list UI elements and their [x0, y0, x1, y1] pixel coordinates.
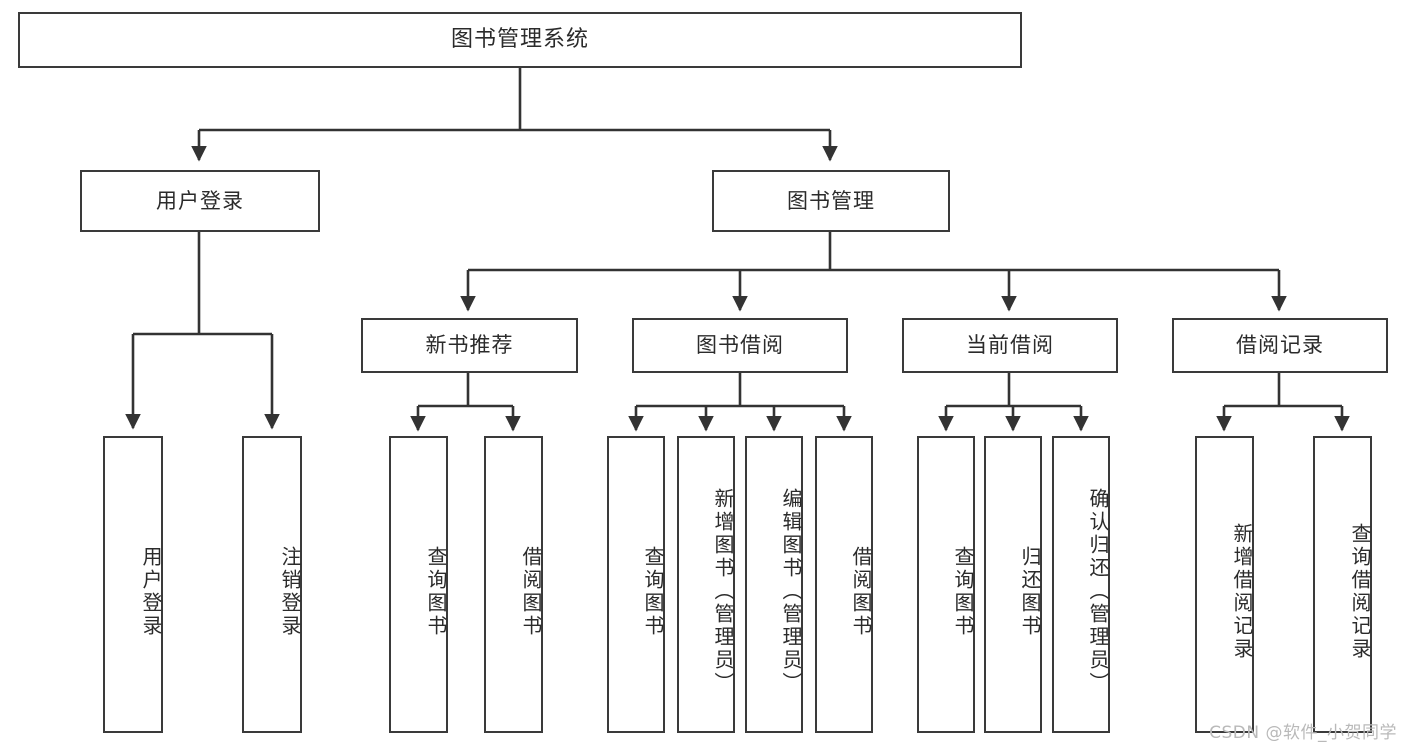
- node-leaf-borrow-book-1[interactable]: 借阅图书: [484, 436, 543, 733]
- node-leaf-edit-book[interactable]: 编辑图书（管理员）: [745, 436, 803, 733]
- node-leaf-query-book-3-label: 查询图书: [951, 545, 975, 638]
- node-leaf-logout-login[interactable]: 注销登录: [242, 436, 302, 733]
- node-new-book-recommend[interactable]: 新书推荐: [361, 318, 578, 373]
- node-leaf-add-book-label: 新增图书（管理员）: [711, 488, 735, 695]
- node-leaf-query-book-2-label: 查询图书: [641, 545, 665, 638]
- node-new-book-recommend-label: 新书推荐: [425, 333, 514, 358]
- node-leaf-query-book-1-label: 查询图书: [424, 545, 448, 638]
- node-user-login-label: 用户登录: [156, 188, 244, 213]
- node-book-borrow-label: 图书借阅: [696, 333, 784, 358]
- csdn-watermark: CSDN @软件_小贺同学: [1209, 723, 1397, 743]
- node-leaf-query-record-label: 查询借阅记录: [1348, 522, 1372, 661]
- node-book-borrow[interactable]: 图书借阅: [632, 318, 848, 373]
- node-leaf-query-book-3[interactable]: 查询图书: [917, 436, 975, 733]
- node-user-login[interactable]: 用户登录: [80, 170, 320, 232]
- node-leaf-confirm-return-label: 确认归还（管理员）: [1086, 488, 1110, 695]
- node-leaf-query-record[interactable]: 查询借阅记录: [1313, 436, 1372, 733]
- node-leaf-return-book[interactable]: 归还图书: [984, 436, 1042, 733]
- node-leaf-edit-book-label: 编辑图书（管理员）: [779, 488, 803, 695]
- node-book-manage-label: 图书管理: [787, 188, 875, 213]
- node-leaf-borrow-book-2[interactable]: 借阅图书: [815, 436, 873, 733]
- node-leaf-borrow-book-2-label: 借阅图书: [849, 545, 873, 638]
- node-current-borrow-label: 当前借阅: [966, 333, 1054, 358]
- node-borrow-record-label: 借阅记录: [1236, 333, 1324, 358]
- node-leaf-confirm-return[interactable]: 确认归还（管理员）: [1052, 436, 1110, 733]
- node-root-label: 图书管理系统: [450, 27, 589, 53]
- node-root-system[interactable]: 图书管理系统: [18, 12, 1022, 68]
- node-leaf-user-login[interactable]: 用户登录: [103, 436, 163, 733]
- node-leaf-borrow-book-1-label: 借阅图书: [519, 545, 543, 638]
- node-current-borrow[interactable]: 当前借阅: [902, 318, 1118, 373]
- node-book-manage[interactable]: 图书管理: [712, 170, 950, 232]
- node-leaf-add-record[interactable]: 新增借阅记录: [1195, 436, 1254, 733]
- node-leaf-query-book-2[interactable]: 查询图书: [607, 436, 665, 733]
- node-leaf-logout-login-label: 注销登录: [278, 545, 302, 638]
- node-leaf-user-login-label: 用户登录: [139, 545, 163, 638]
- node-leaf-query-book-1[interactable]: 查询图书: [389, 436, 448, 733]
- node-borrow-record[interactable]: 借阅记录: [1172, 318, 1388, 373]
- node-leaf-return-book-label: 归还图书: [1018, 545, 1042, 638]
- node-leaf-add-record-label: 新增借阅记录: [1230, 522, 1254, 661]
- node-leaf-add-book[interactable]: 新增图书（管理员）: [677, 436, 735, 733]
